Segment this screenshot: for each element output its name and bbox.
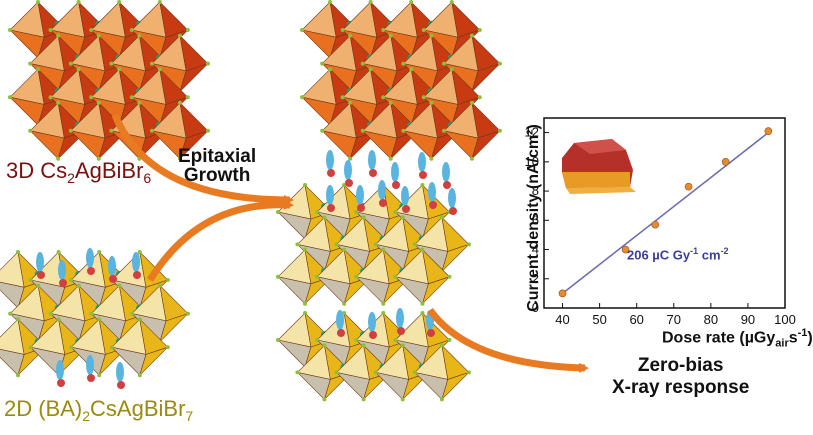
epitaxial-arrow-lower — [147, 199, 294, 282]
y-tick-label: 2 — [532, 271, 539, 286]
y-tick-label: 8 — [532, 183, 539, 198]
y-tick-label: 6 — [532, 212, 539, 227]
ba-molecule — [448, 188, 457, 215]
crystal-heterostructure-2d-layer — [276, 183, 471, 306]
ba-molecule — [326, 185, 335, 212]
ba-molecule — [58, 260, 67, 287]
octahedron — [441, 33, 502, 94]
y-tick-label: 4 — [532, 242, 539, 257]
chart-sensitivity-annotation: 206 µC Gy-1 cm-2 — [627, 246, 729, 263]
x-tick-label: 100 — [774, 312, 796, 327]
ba-molecule — [56, 360, 65, 387]
octahedron — [149, 100, 210, 161]
ba-molecule — [108, 256, 117, 283]
crystal-3d-cs2agbibr6 — [8, 0, 210, 161]
ba-molecule — [396, 308, 405, 335]
ba-molecule — [401, 186, 410, 213]
ba-molecule — [86, 248, 95, 275]
ba-molecule — [116, 362, 125, 389]
ba-molecule — [132, 252, 141, 279]
data-points — [558, 127, 773, 298]
octahedron — [441, 100, 502, 161]
ba-spacer-molecules — [36, 150, 457, 389]
x-tick-label: 80 — [704, 312, 718, 327]
ba-molecule — [86, 355, 95, 382]
ba-molecule — [36, 252, 45, 279]
chart-y-axis-label: Current density (nA/cm²) — [525, 124, 542, 312]
crystal-photo — [562, 139, 636, 194]
ba-molecule — [418, 152, 427, 179]
x-tick-label: 60 — [629, 312, 643, 327]
epitaxial-arrow-upper — [111, 113, 294, 205]
response-arrow — [427, 307, 589, 373]
octahedron — [276, 247, 334, 306]
octahedron — [412, 215, 471, 274]
ba-molecule — [442, 162, 451, 189]
ba-molecule — [356, 185, 365, 212]
label-2d-material: 2D (BA)2CsAgBiBr7 — [4, 396, 194, 424]
crystal-heterostructure-3d-layer — [300, 0, 502, 161]
x-tick-label: 50 — [592, 312, 606, 327]
y-tick-label: 0 — [532, 300, 539, 315]
y-tick-label: 10 — [525, 154, 539, 169]
data-point — [621, 245, 630, 254]
x-tick-label: 90 — [741, 312, 755, 327]
x-tick-label: 40 — [555, 312, 569, 327]
x-ticks: 40 50 60 70 80 90 100 — [555, 303, 796, 327]
x-tick-label: 70 — [667, 312, 681, 327]
y-tick-label: 12 — [525, 125, 539, 140]
chart-x-axis-label: Dose rate (µGyairs-1) — [662, 327, 813, 350]
ba-molecule — [368, 312, 377, 339]
label-3d-material: 3D Cs2AgBiBr6 — [6, 158, 152, 186]
y-ticks: 0 2 4 6 8 10 12 — [525, 125, 549, 315]
ba-molecule — [326, 150, 335, 177]
chart-plot-frame — [543, 117, 786, 309]
crystal-heterostructure-bottom-layer — [276, 311, 471, 402]
data-point — [721, 157, 730, 166]
octahedron — [109, 317, 170, 378]
ba-molecule — [368, 150, 377, 177]
ba-molecule — [336, 310, 345, 337]
ba-molecule — [378, 180, 387, 207]
ba-molecule — [344, 160, 353, 187]
data-point — [651, 220, 660, 229]
dose-rate-chart: 40 50 60 70 80 90 100 0 2 4 6 8 10 12 — [525, 117, 796, 327]
data-point — [764, 127, 773, 136]
data-point — [558, 289, 567, 298]
ba-molecule — [391, 162, 400, 189]
octahedron — [412, 343, 471, 402]
data-point — [684, 182, 693, 191]
ba-molecule — [428, 182, 437, 209]
linear-fit-line — [562, 130, 771, 294]
octahedron — [393, 247, 452, 306]
